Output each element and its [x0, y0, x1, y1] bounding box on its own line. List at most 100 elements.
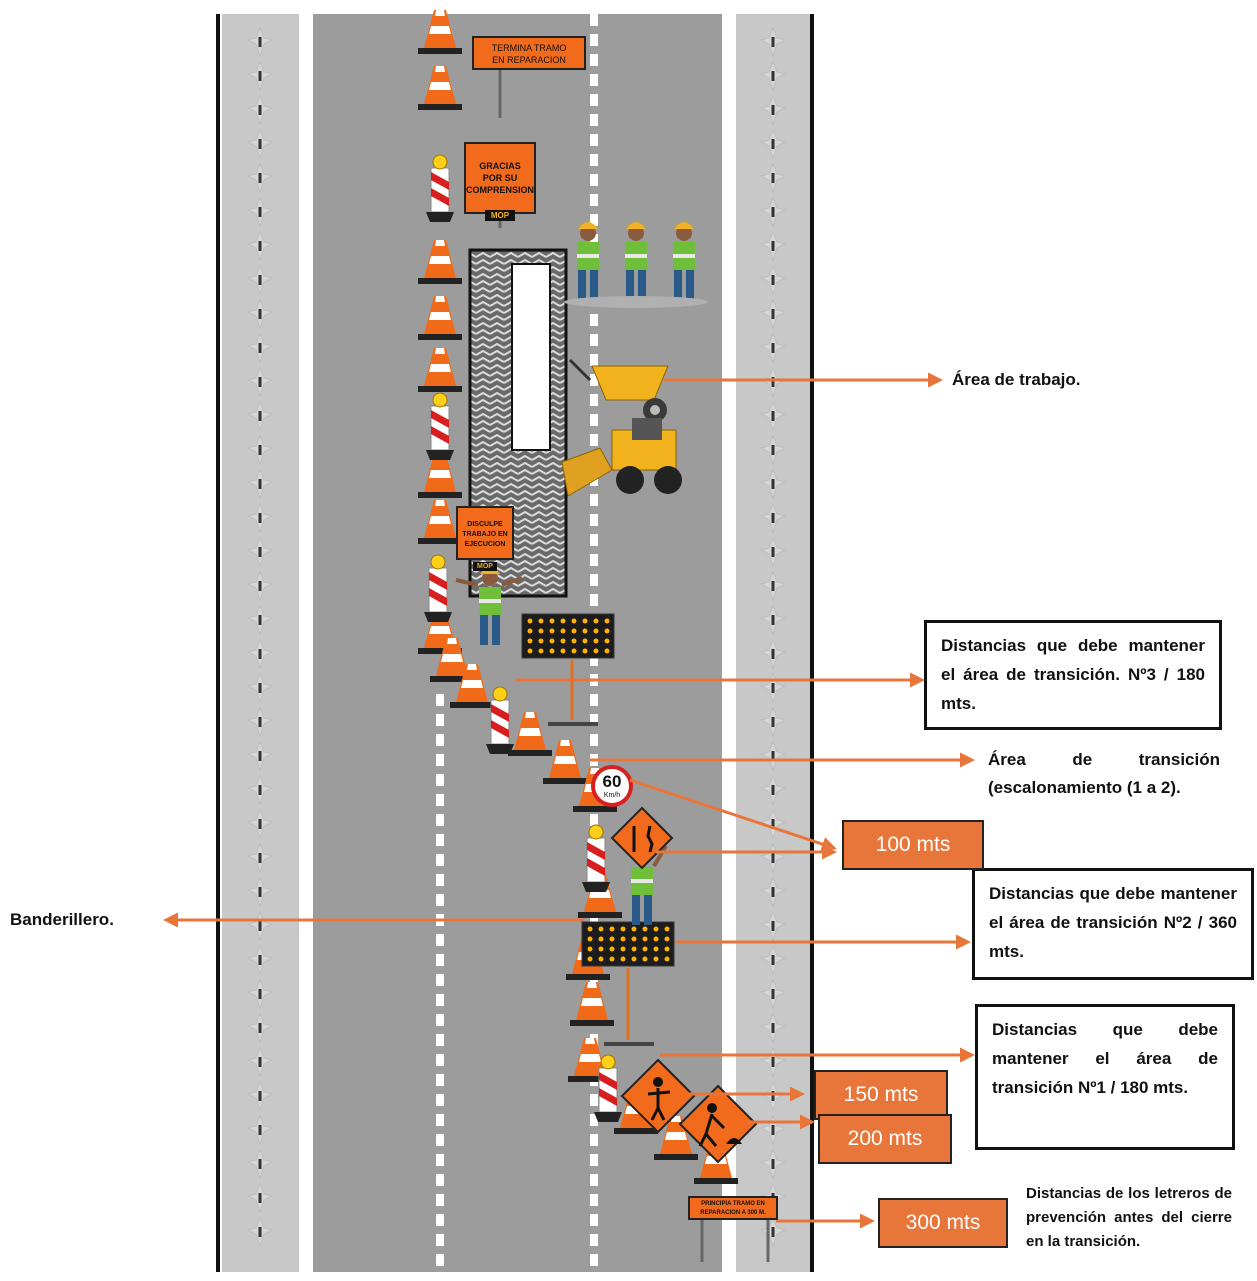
lane-dash: [590, 334, 598, 346]
flagger-worker-icon: [455, 567, 668, 925]
warning-light: [653, 936, 659, 942]
lane-dash: [590, 1214, 598, 1226]
distance-200-box: 200 mts: [818, 1114, 952, 1164]
lane-dash: [590, 1114, 598, 1126]
lane-dash: [436, 1094, 444, 1106]
lane-dash: [436, 714, 444, 726]
warning-light: [560, 618, 566, 624]
loader-icon: [561, 418, 682, 497]
lane-dash: [436, 1074, 444, 1086]
warning-light: [620, 946, 626, 952]
warning-light: [598, 956, 604, 962]
lane-dash: [590, 1194, 598, 1206]
lane-dash: [436, 734, 444, 746]
lane-dash: [590, 134, 598, 146]
warning-light: [604, 638, 610, 644]
end-repair-sign: TERMINA TRAMO EN REPARACION: [472, 36, 586, 70]
lane-dash: [590, 114, 598, 126]
men-working-sign-icon: [678, 1084, 758, 1164]
warning-light: [571, 628, 577, 634]
lane-dash: [590, 1094, 598, 1106]
lane-dash: [590, 594, 598, 606]
warning-light: [609, 946, 615, 952]
warning-light: [664, 956, 670, 962]
lane-dash: [436, 954, 444, 966]
lane-dash: [436, 1254, 444, 1266]
lane-dash: [590, 654, 598, 666]
flagger-label: Banderillero.: [10, 910, 114, 929]
lane-dash: [590, 1154, 598, 1166]
lane-dash: [436, 1014, 444, 1026]
warning-light: [598, 936, 604, 942]
warning-light: [593, 628, 599, 634]
callout-arrows: [163, 372, 975, 1229]
warning-light: [598, 926, 604, 932]
warning-light: [604, 648, 610, 654]
lane-dash: [590, 374, 598, 386]
lane-dash: [590, 974, 598, 986]
lane-dash: [436, 794, 444, 806]
warning-light: [527, 628, 533, 634]
warning-light: [609, 956, 615, 962]
lane-dash: [436, 814, 444, 826]
warning-light: [571, 638, 577, 644]
flagger-ahead-sign-icon: [620, 1058, 696, 1134]
distance-150-box: 150 mts: [814, 1070, 948, 1120]
lane-dash: [590, 314, 598, 326]
lane-dash: [590, 554, 598, 566]
warning-light: [560, 628, 566, 634]
warning-light: [664, 926, 670, 932]
lane-dash: [590, 534, 598, 546]
warning-light: [609, 926, 615, 932]
warning-light: [582, 648, 588, 654]
warning-light: [620, 926, 626, 932]
warning-light: [653, 946, 659, 952]
transition-2-distance-box: Distancias que debe mantener el área de …: [972, 868, 1254, 980]
lane-dash: [436, 1214, 444, 1226]
lane-dash: [436, 1234, 444, 1246]
lane-dash: [590, 514, 598, 526]
warning-light: [538, 648, 544, 654]
warning-light: [598, 946, 604, 952]
lane-dash: [436, 1114, 444, 1126]
warning-light: [549, 648, 555, 654]
lane-dash: [590, 574, 598, 586]
lane-dash: [436, 1174, 444, 1186]
arrow-board-icon: [521, 613, 675, 1046]
warning-light: [642, 946, 648, 952]
lane-dash: [436, 1034, 444, 1046]
speed-limit-sign-icon: [591, 765, 633, 807]
start-repair-sign: PRINCIPIA TRAMO EN REPARACION A 300 M.: [688, 1196, 778, 1220]
warning-light: [593, 648, 599, 654]
warning-light: [571, 648, 577, 654]
lane-dash: [590, 54, 598, 66]
thanks-sign: GRACIAS POR SU COMPRENSION MOP: [464, 142, 536, 221]
warning-light: [642, 926, 648, 932]
lane-dash: [436, 874, 444, 886]
warning-light: [560, 648, 566, 654]
transition-area-label: Área de transición (escalonamiento (1 a …: [988, 750, 1220, 797]
lane-dash: [590, 1254, 598, 1266]
lane-dash: [436, 994, 444, 1006]
lane-dash: [590, 1234, 598, 1246]
lane-dash: [590, 414, 598, 426]
lane-dash: [590, 214, 598, 226]
warning-light: [593, 638, 599, 644]
warning-light: [620, 956, 626, 962]
lane-dash: [590, 1134, 598, 1146]
lane-dash: [436, 1134, 444, 1146]
excuse-sign: DISCULPE TRABAJO EN EJECUCION MOP: [456, 506, 514, 571]
warning-light: [587, 956, 593, 962]
distance-100-box: 100 mts: [842, 820, 984, 870]
lane-dash: [436, 1154, 444, 1166]
warning-light: [549, 638, 555, 644]
warning-light: [631, 936, 637, 942]
warning-light: [549, 628, 555, 634]
lane-dash: [590, 154, 598, 166]
signs-distance-label: Distancias de los letreros de prevención…: [1026, 1185, 1232, 1250]
lane-dash: [590, 94, 598, 106]
warning-light: [582, 628, 588, 634]
lane-dash: [590, 494, 598, 506]
